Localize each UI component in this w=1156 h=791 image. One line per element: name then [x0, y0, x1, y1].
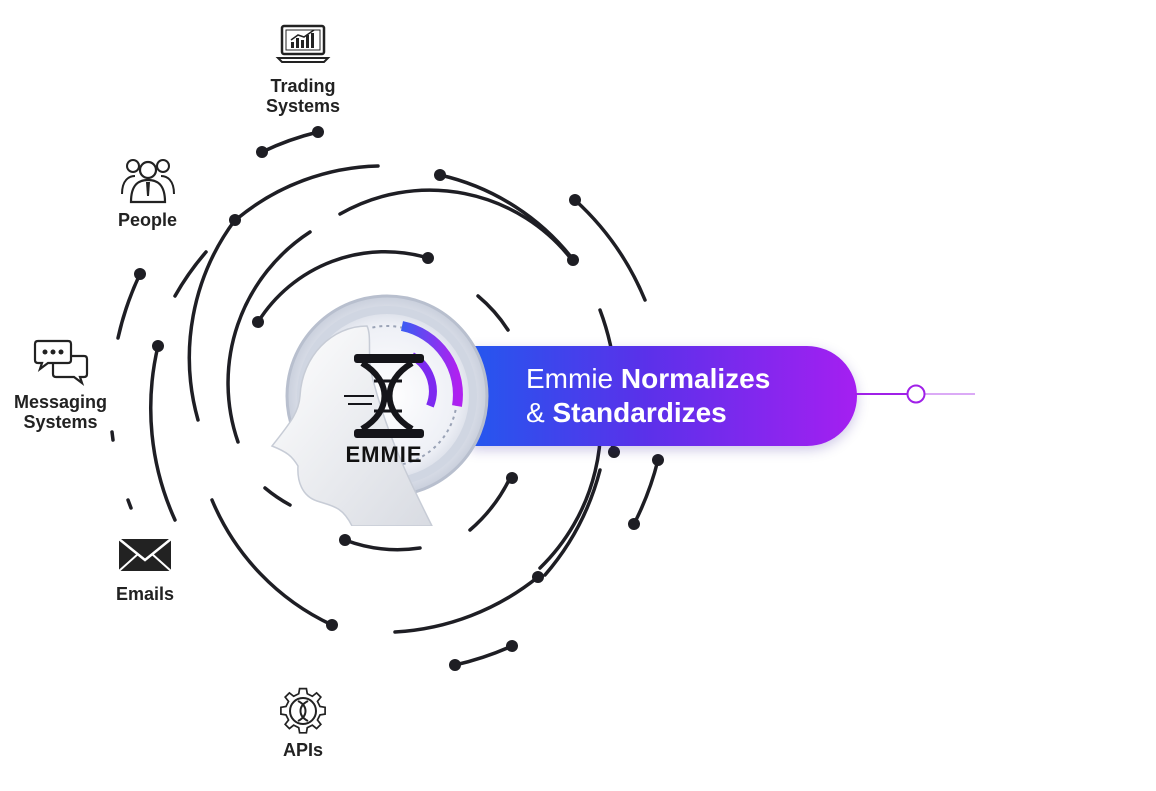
source-trading-systems: Trading Systems: [266, 22, 340, 116]
ring-node: [532, 571, 544, 583]
ring-arc: [187, 218, 237, 422]
output-connector: [855, 384, 975, 404]
banner-prefix-2: &: [526, 397, 553, 428]
source-label: Messaging Systems: [14, 392, 108, 432]
ring-node: [229, 214, 241, 226]
ring-node: [339, 534, 351, 546]
banner-line-2: & Standardizes: [526, 396, 857, 430]
ring-node: [422, 252, 434, 264]
banner-bold-2: Standardizes: [552, 397, 727, 428]
ring-node: [567, 254, 579, 266]
ring-node: [256, 146, 268, 158]
emmie-core: [270, 294, 489, 526]
ring-node: [434, 169, 446, 181]
banner-bold-1: Normalizes: [620, 363, 771, 394]
ring-node: [506, 472, 518, 484]
ring-arc: [256, 250, 430, 324]
ring-node: [652, 454, 664, 466]
envelope-icon: [118, 538, 172, 572]
ring-node: [134, 268, 146, 280]
banner-line-1: Emmie Normalizes: [526, 362, 857, 396]
ring-arc: [338, 188, 574, 262]
ring-arc: [173, 250, 208, 298]
source-apis: APIs: [274, 682, 332, 760]
ring-node: [628, 518, 640, 530]
chat-bubbles-icon: [33, 339, 88, 386]
ring-arc: [453, 644, 514, 667]
source-label: APIs: [282, 740, 324, 760]
ring-arc: [260, 130, 320, 154]
source-label: Trading Systems: [266, 76, 341, 116]
dna-emblem-icon: [344, 354, 424, 438]
banner-prefix-1: Emmie: [526, 363, 621, 394]
ring-arc: [126, 498, 133, 510]
ring-node: [449, 659, 461, 671]
ring-node: [506, 640, 518, 652]
normalize-banner: Emmie Normalizes & Standardizes: [470, 346, 857, 446]
trading-chart-icon: [275, 24, 331, 63]
ring-node: [152, 340, 164, 352]
ring-arc: [393, 575, 540, 634]
ring-arc: [148, 344, 177, 522]
ring-node: [252, 316, 264, 328]
ring-arc: [210, 498, 334, 627]
ring-arc: [632, 458, 660, 526]
ring-arc: [343, 538, 422, 552]
ring-arc: [438, 173, 577, 264]
source-emails: Emails: [116, 530, 174, 604]
ring-arc: [226, 230, 312, 444]
ring-arc: [573, 198, 647, 302]
brand-name: EMMIE: [345, 442, 423, 467]
ring-node: [326, 619, 338, 631]
source-label: Emails: [116, 584, 175, 604]
ring-arc: [543, 468, 602, 577]
gear-api-icon: [280, 687, 326, 734]
ring-arc: [476, 294, 510, 332]
source-label: People: [118, 210, 178, 230]
ring-nodes: [134, 126, 664, 671]
ring-arc: [263, 486, 292, 507]
people-group-icon: [120, 159, 175, 204]
ring-arc: [110, 430, 115, 442]
ring-node: [608, 446, 620, 458]
ring-arc: [116, 272, 142, 340]
source-people: People: [118, 156, 177, 230]
ring-node: [569, 194, 581, 206]
ring-node: [312, 126, 324, 138]
ring-arc: [236, 164, 380, 220]
source-messaging-systems: Messaging Systems: [14, 338, 107, 432]
